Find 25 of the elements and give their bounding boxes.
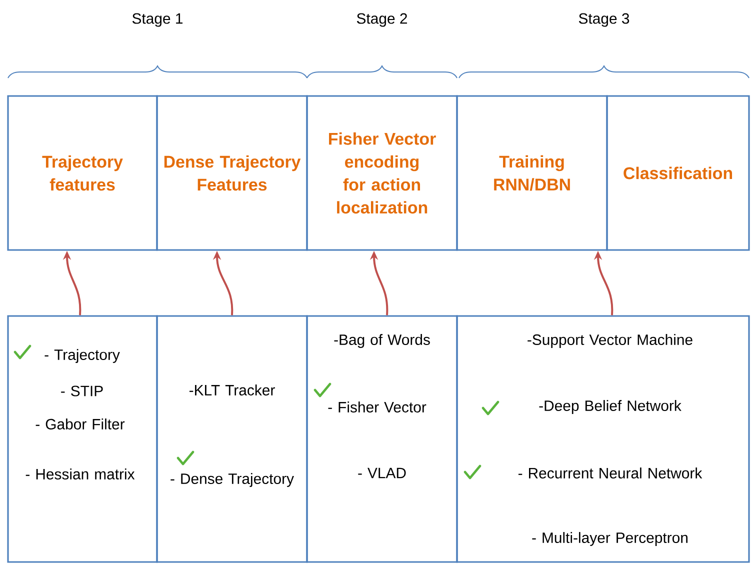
method-box bbox=[7, 315, 158, 563]
stage-box: Trajectory features bbox=[7, 95, 158, 251]
method-item: -Deep Belief Network bbox=[539, 400, 682, 414]
method-item: - Dense Trajectory bbox=[170, 473, 294, 487]
method-box bbox=[306, 315, 458, 563]
method-item: - Trajectory bbox=[44, 349, 120, 363]
stage-box: Classification bbox=[606, 95, 750, 251]
method-item: - VLAD bbox=[358, 468, 406, 478]
stage-box: Training RNN/DBN bbox=[456, 95, 608, 251]
stage-label: Stage 1 bbox=[132, 13, 182, 27]
stage-box: Dense Trajectory Features bbox=[156, 95, 308, 251]
stage-label: Stage 2 bbox=[356, 13, 407, 27]
method-item: - STIP bbox=[61, 386, 103, 396]
method-item: -KLT Tracker bbox=[189, 384, 275, 396]
method-item: -Support Vector Machine bbox=[528, 334, 692, 348]
method-box bbox=[456, 315, 750, 563]
method-item: - Multi-layer Perceptron bbox=[532, 532, 688, 546]
stage-label: Stage 3 bbox=[578, 13, 630, 27]
method-item: - Hessian matrix bbox=[26, 468, 135, 480]
method-item: - Recurrent Neural Network bbox=[518, 468, 702, 478]
method-box bbox=[156, 315, 308, 563]
method-item: - Gabor Filter bbox=[36, 418, 125, 430]
method-item: - Fisher Vector bbox=[328, 402, 426, 412]
stage-box: Fisher Vector encoding for action localization bbox=[306, 95, 458, 251]
method-item: -Bag of Words bbox=[334, 334, 430, 348]
